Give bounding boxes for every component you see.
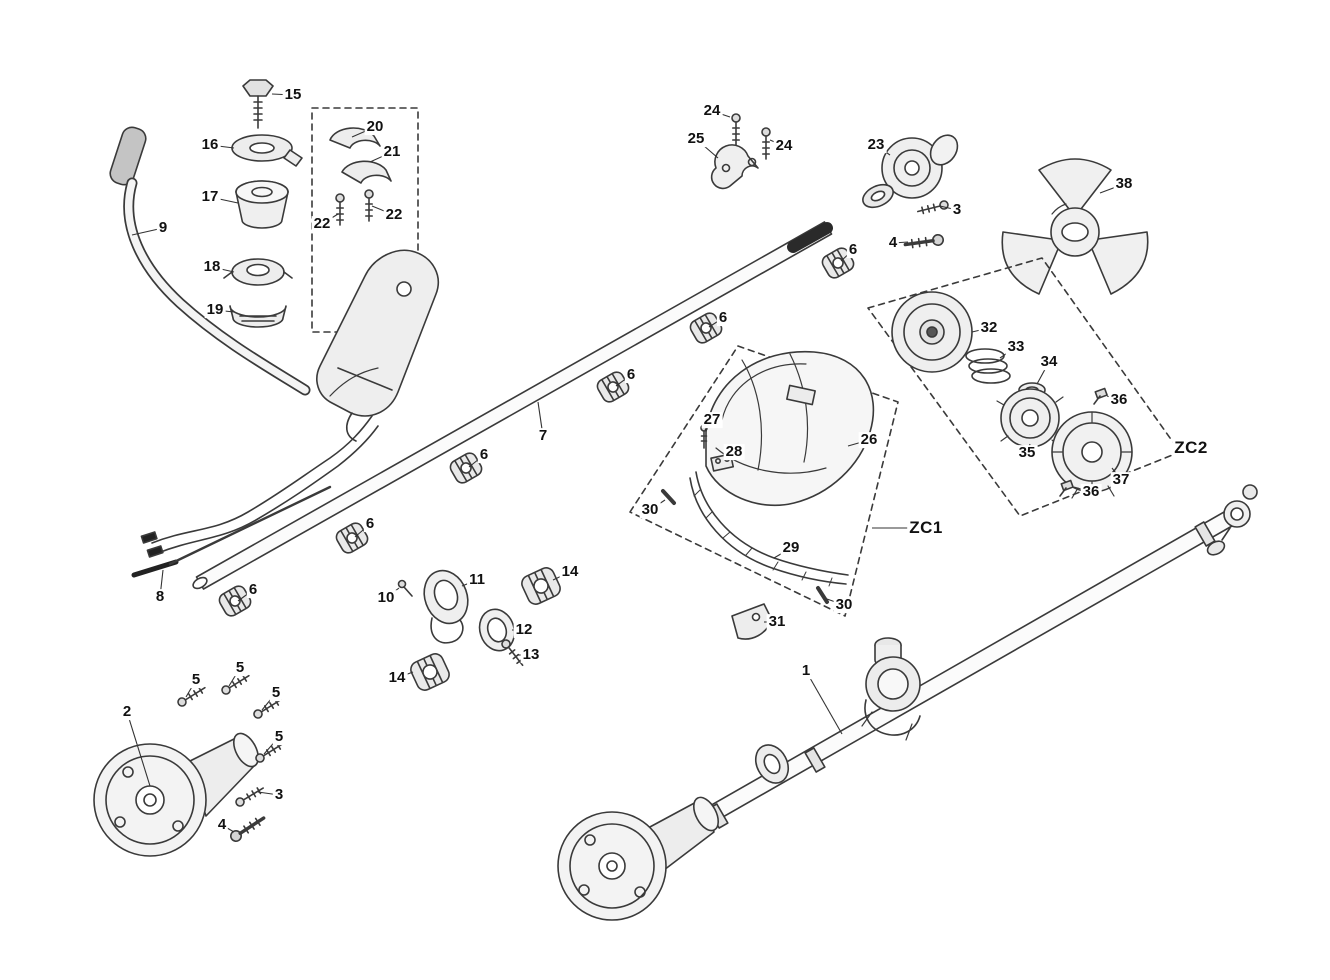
screw-icon bbox=[335, 193, 345, 226]
zone-zc1-boundary bbox=[629, 345, 899, 617]
part-callout-28: 28 bbox=[723, 443, 745, 461]
zone-label-zc1: ZC1 bbox=[907, 518, 945, 538]
part-callout-35: 35 bbox=[1016, 444, 1038, 462]
part-callout-32: 32 bbox=[978, 319, 1000, 337]
gearbox-left-drawing bbox=[93, 732, 260, 857]
shaft-clamp-icon bbox=[407, 650, 453, 694]
handle-cap-drawing bbox=[231, 134, 303, 167]
part-callout-21: 21 bbox=[381, 143, 403, 161]
part-callout-30: 30 bbox=[639, 501, 661, 519]
flex-shaft-drawing bbox=[131, 485, 332, 578]
loop-handle-drawing bbox=[109, 126, 311, 396]
part-callout-22: 22 bbox=[383, 206, 405, 224]
clamp-bracket-drawing bbox=[710, 144, 759, 190]
part-callout-38: 38 bbox=[1113, 175, 1135, 193]
part-callout-37: 37 bbox=[1110, 471, 1132, 489]
part-callout-11: 11 bbox=[467, 571, 487, 589]
part-callout-4: 4 bbox=[215, 816, 229, 834]
drive-shaft-drawing bbox=[192, 221, 833, 590]
part-callout-24: 24 bbox=[773, 137, 795, 155]
part-callout-24: 24 bbox=[701, 102, 723, 120]
part-callout-9: 9 bbox=[156, 219, 170, 237]
throttle-cable-drawing bbox=[140, 415, 379, 558]
gearbox-right-drawing bbox=[862, 134, 959, 209]
shaft-coupler-drawing bbox=[861, 637, 921, 741]
screw-icon bbox=[364, 189, 374, 222]
part-callout-20: 20 bbox=[364, 118, 386, 136]
artwork-root bbox=[93, 79, 1258, 921]
wing-knob-drawing bbox=[242, 79, 274, 129]
shaft-end-fitting-drawing bbox=[1206, 484, 1258, 556]
part-callout-18: 18 bbox=[201, 258, 223, 276]
shaft-clamp-icon bbox=[518, 564, 564, 608]
part-callout-6: 6 bbox=[716, 309, 730, 327]
part-callout-36: 36 bbox=[1080, 483, 1102, 501]
part-callout-17: 17 bbox=[199, 188, 221, 206]
part-callout-3: 3 bbox=[950, 201, 964, 219]
part-callout-7: 7 bbox=[536, 427, 550, 445]
clamp-upper-drawing bbox=[223, 258, 293, 286]
part-callout-1: 1 bbox=[799, 662, 813, 680]
clamp-lower-drawing bbox=[229, 305, 287, 328]
part-callout-27: 27 bbox=[701, 411, 723, 429]
part-callout-6: 6 bbox=[624, 366, 638, 384]
part-callout-3: 3 bbox=[272, 786, 286, 804]
part-callout-15: 15 bbox=[282, 86, 304, 104]
part-callout-22: 22 bbox=[311, 215, 333, 233]
screw-icon bbox=[731, 113, 741, 146]
part-callout-6: 6 bbox=[363, 515, 377, 533]
blade-drawing bbox=[1001, 158, 1149, 295]
part-callout-6: 6 bbox=[846, 241, 860, 259]
hanger-drawing bbox=[423, 569, 469, 644]
pin-drawing bbox=[661, 489, 676, 505]
handle-cup-drawing bbox=[235, 180, 289, 229]
screw-icon bbox=[761, 127, 771, 160]
part-callout-16: 16 bbox=[199, 136, 221, 154]
part-callout-29: 29 bbox=[780, 539, 802, 557]
part-callout-6: 6 bbox=[246, 581, 260, 599]
part-callout-10: 10 bbox=[375, 589, 397, 607]
part-callout-19: 19 bbox=[204, 301, 226, 319]
guard-extension-drawing bbox=[689, 471, 849, 587]
part-callout-5: 5 bbox=[233, 659, 247, 677]
throttle-housing-drawing bbox=[316, 249, 440, 442]
spring-drawing bbox=[965, 348, 1011, 384]
trimmer-head-housing-drawing bbox=[891, 291, 973, 373]
part-callout-13: 13 bbox=[520, 646, 542, 664]
spool-drawing bbox=[996, 388, 1064, 448]
part-callout-14: 14 bbox=[559, 563, 581, 581]
screw-icon bbox=[916, 199, 950, 217]
part-callout-36: 36 bbox=[1108, 391, 1130, 409]
part-callout-5: 5 bbox=[272, 728, 286, 746]
screw-icon bbox=[233, 783, 267, 809]
part-callout-30: 30 bbox=[833, 596, 855, 614]
part-callout-14: 14 bbox=[386, 669, 408, 687]
part-callout-25: 25 bbox=[685, 130, 707, 148]
part-callout-4: 4 bbox=[886, 234, 900, 252]
part-callout-5: 5 bbox=[269, 684, 283, 702]
pin-drawing bbox=[816, 586, 829, 604]
bolt-icon bbox=[902, 232, 946, 252]
part-callout-23: 23 bbox=[865, 136, 887, 154]
bolt-small-drawing bbox=[1059, 479, 1074, 497]
bolt-small-drawing bbox=[1093, 387, 1108, 405]
gearbox-bottom-drawing bbox=[557, 796, 720, 921]
part-callout-31: 31 bbox=[766, 613, 788, 631]
hanger-screw-drawing bbox=[397, 579, 413, 597]
part-callout-12: 12 bbox=[513, 621, 535, 639]
bolt-icon bbox=[227, 811, 269, 845]
part-callout-33: 33 bbox=[1005, 338, 1027, 356]
zone-label-zc2: ZC2 bbox=[1172, 438, 1210, 458]
part-callout-2: 2 bbox=[120, 703, 134, 721]
part-callout-8: 8 bbox=[153, 588, 167, 606]
lower-hanger-drawing bbox=[754, 744, 790, 784]
part-callout-6: 6 bbox=[477, 446, 491, 464]
guard-drawing bbox=[705, 350, 875, 507]
part-callout-34: 34 bbox=[1038, 353, 1060, 371]
part-callout-26: 26 bbox=[858, 431, 880, 449]
part-callout-5: 5 bbox=[189, 671, 203, 689]
